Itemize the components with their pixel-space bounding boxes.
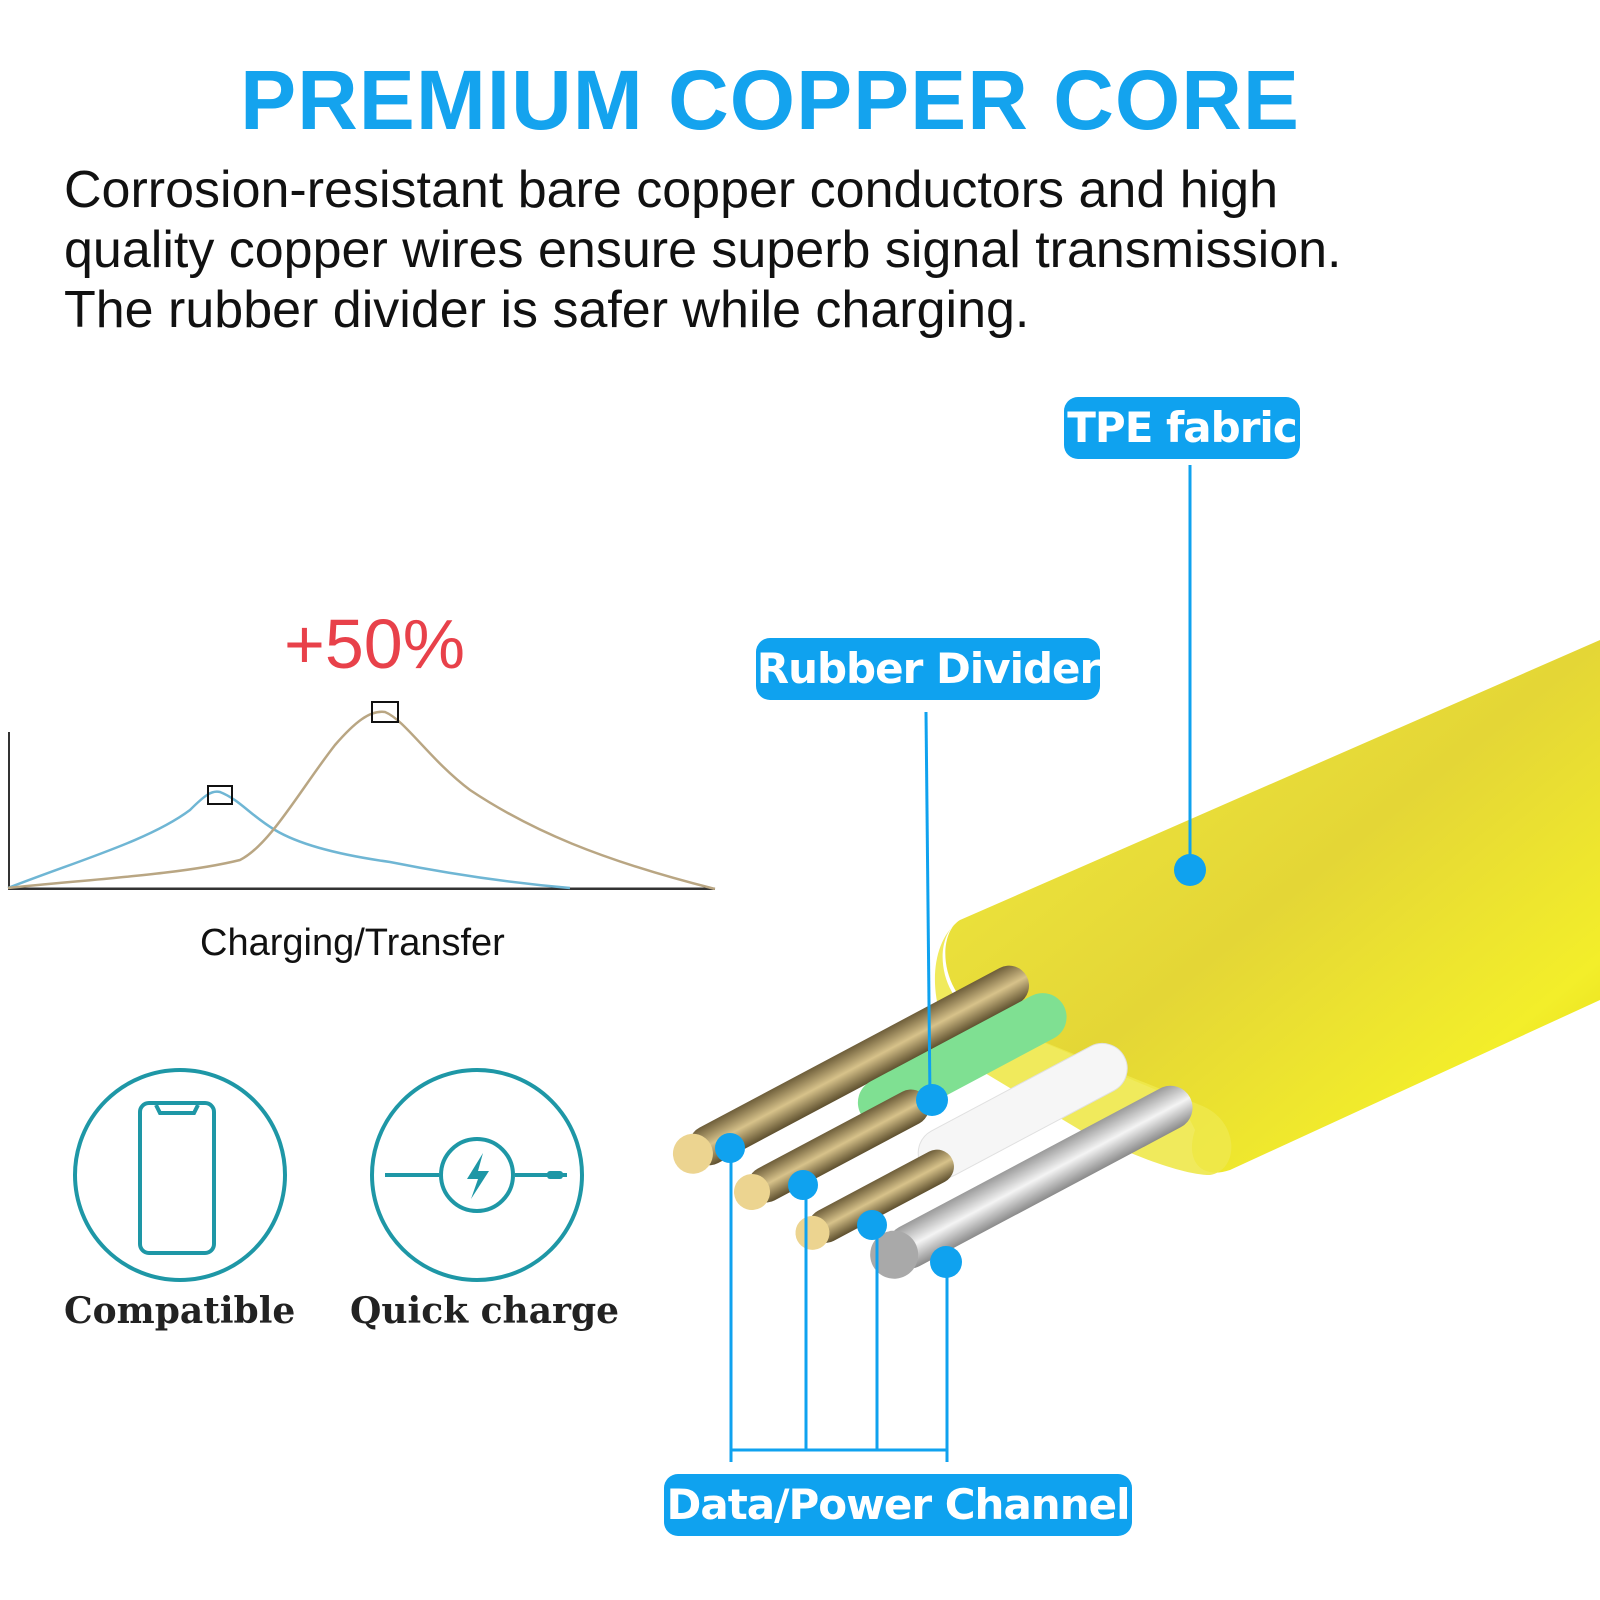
divider-marker bbox=[916, 1084, 948, 1116]
tpe-marker bbox=[1174, 854, 1206, 886]
description-line: Corrosion-resistant bare copper conducto… bbox=[64, 161, 1279, 219]
page-title: PREMIUM COPPER CORE bbox=[240, 53, 1300, 147]
label-data-power-channel: Data/Power Channel bbox=[664, 1474, 1132, 1536]
improvement-percentage: +50% bbox=[284, 605, 465, 683]
phone-icon bbox=[73, 1068, 287, 1282]
tpe-jacket bbox=[945, 640, 1600, 1173]
feature-label-compatible: Compatible bbox=[64, 1290, 296, 1332]
feature-label-quick-charge: Quick charge bbox=[350, 1290, 620, 1332]
standard-curve bbox=[7, 790, 571, 890]
label-tpe-fabric: TPE fabric bbox=[1064, 397, 1300, 459]
peak-marker bbox=[371, 701, 399, 723]
description-line: quality copper wires ensure superb signa… bbox=[64, 221, 1342, 279]
peak-marker bbox=[207, 785, 233, 805]
comparison-chart bbox=[7, 701, 716, 890]
chart-xlabel: Charging/Transfer bbox=[200, 922, 505, 964]
copper-curve bbox=[7, 710, 716, 890]
description-line: The rubber divider is safer while chargi… bbox=[64, 281, 1030, 339]
lightning-icon bbox=[370, 1068, 584, 1282]
label-rubber-divider: Rubber Divider bbox=[756, 638, 1100, 700]
description: Corrosion-resistant bare copper conducto… bbox=[64, 160, 1584, 340]
